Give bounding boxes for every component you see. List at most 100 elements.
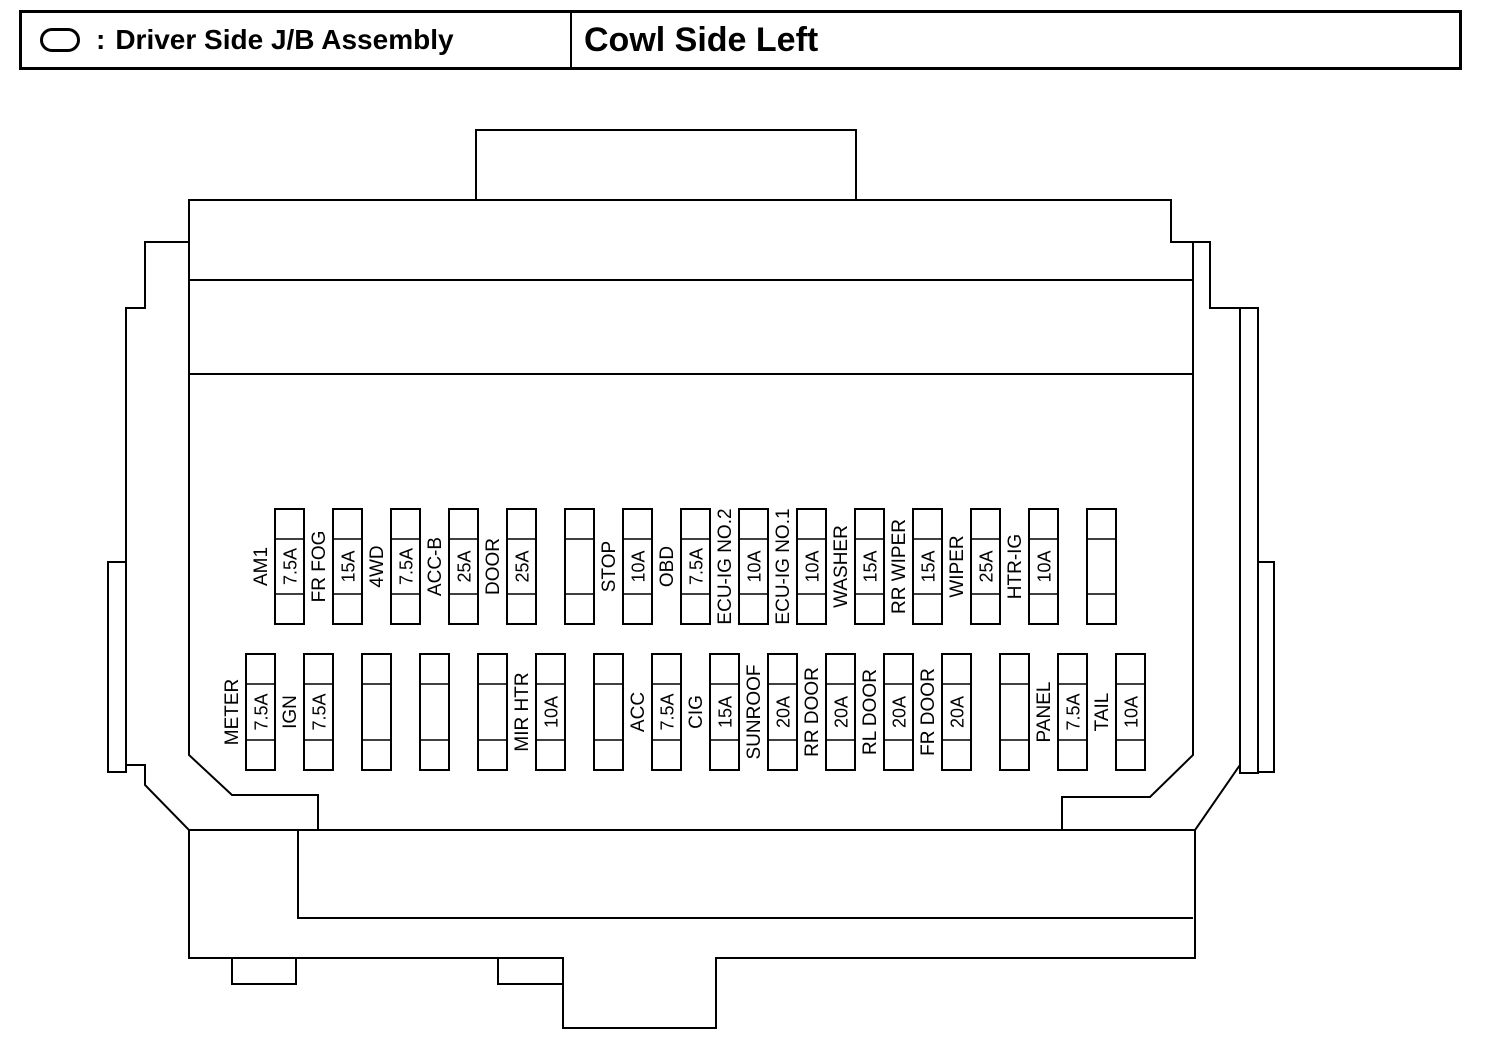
fuse-name: 4WD	[367, 545, 388, 587]
fuse-body	[245, 653, 276, 771]
fuse-body	[651, 653, 682, 771]
fuse-rating: 15A	[919, 550, 939, 582]
fuse-rating: 7.5A	[310, 693, 330, 730]
top-connector-tab	[475, 129, 857, 201]
fuse-body	[361, 653, 392, 771]
fuse-rating: 25A	[455, 550, 475, 582]
oval-symbol-icon	[40, 28, 80, 52]
fuse-panel: 7.5A PANEL	[1034, 653, 1088, 771]
fuse-rating: 20A	[948, 696, 968, 728]
fuse-name: OBD	[657, 546, 678, 587]
fuse-name: DOOR	[483, 538, 504, 595]
fuse-name: ACC	[628, 692, 649, 732]
fuse-rating: 7.5A	[252, 693, 272, 730]
fuse-name: FR FOG	[309, 531, 330, 603]
fuse-name: TAIL	[1092, 693, 1113, 732]
fuse-body	[1086, 508, 1117, 625]
fuse-body	[506, 508, 537, 625]
fuse-rating: 7.5A	[687, 548, 707, 585]
fuse-rating: 25A	[513, 550, 533, 582]
fuse-name: RR DOOR	[802, 667, 823, 757]
fuse-body	[912, 508, 943, 625]
fuse-rating: 10A	[1122, 696, 1142, 728]
fuse-name: STOP	[599, 541, 620, 592]
fuse-spare-slot	[999, 653, 1030, 771]
bottom-foot-left	[231, 957, 297, 985]
fuse-rating: 7.5A	[281, 548, 301, 585]
fuse-body	[680, 508, 711, 625]
fuse-name: SUNROOF	[744, 665, 765, 760]
fuse-body	[564, 508, 595, 625]
fuse-rating: 15A	[339, 550, 359, 582]
fuse-body	[970, 508, 1001, 625]
left-side-tab	[107, 561, 127, 773]
fuse-spare-slot	[361, 653, 392, 771]
junction-block-location: Cowl Side Left	[584, 20, 819, 59]
fuse-mir-htr: 10A MIR HTR	[512, 653, 566, 771]
fuse-obd: 7.5A OBD	[657, 508, 711, 625]
fuse-name: WIPER	[947, 535, 968, 597]
fuse-body	[593, 653, 624, 771]
header-location-cell: Cowl Side Left	[572, 13, 1459, 67]
junction-block-title: Driver Side J/B Assembly	[115, 24, 454, 55]
fuse-rating: 7.5A	[397, 548, 417, 585]
bottom-foot-center	[497, 957, 564, 985]
fuse-body	[448, 508, 479, 625]
fuse-name: AM1	[251, 547, 272, 586]
fuse-body	[419, 653, 450, 771]
fuse-body	[709, 653, 740, 771]
fuse-rating: 10A	[542, 696, 562, 728]
fuse-name: IGN	[280, 695, 301, 729]
fuse-wiper: 25A WIPER	[947, 508, 1001, 625]
fuse-spare-slot	[564, 508, 595, 625]
fuse-acc: 7.5A ACC	[628, 653, 682, 771]
fuse-body	[477, 653, 508, 771]
fuse-name: CIG	[686, 695, 707, 729]
fuse-4wd: 7.5A 4WD	[367, 508, 421, 625]
fuse-rating: 10A	[1035, 550, 1055, 582]
fuse-spare-slot	[1086, 508, 1117, 625]
fuse-name: PANEL	[1034, 682, 1055, 743]
fuse-name: RL DOOR	[860, 669, 881, 755]
fuse-rating: 7.5A	[658, 693, 678, 730]
fuse-body	[274, 508, 305, 625]
fuse-name: ECU-IG NO.2	[715, 508, 736, 624]
fuse-spare-slot	[419, 653, 450, 771]
fuse-rating: 25A	[977, 550, 997, 582]
header-bar: : Driver Side J/B Assembly Cowl Side Lef…	[19, 10, 1462, 70]
fuse-rating: 10A	[629, 550, 649, 582]
fuse-rating: 7.5A	[1064, 693, 1084, 730]
fuse-body	[332, 508, 363, 625]
fuse-body	[941, 653, 972, 771]
fuse-body	[825, 653, 856, 771]
fuse-name: MIR HTR	[512, 672, 533, 751]
fuse-name: METER	[222, 679, 243, 746]
fuse-rating: 20A	[890, 696, 910, 728]
bottom-inner-step	[297, 830, 1193, 919]
header-title-cell: : Driver Side J/B Assembly	[22, 13, 572, 67]
fuse-body	[390, 508, 421, 625]
fuse-body	[767, 653, 798, 771]
right-side-rail	[1239, 307, 1259, 774]
header-colon: :	[96, 24, 106, 55]
fuse-door: 25A DOOR	[483, 508, 537, 625]
fuse-spare-slot	[477, 653, 508, 771]
fuse-body	[622, 508, 653, 625]
fuse-body	[796, 508, 827, 625]
fuse-body	[303, 653, 334, 771]
fuse-body	[535, 653, 566, 771]
fuse-am1: 7.5A AM1	[251, 508, 305, 625]
fuse-body	[883, 653, 914, 771]
